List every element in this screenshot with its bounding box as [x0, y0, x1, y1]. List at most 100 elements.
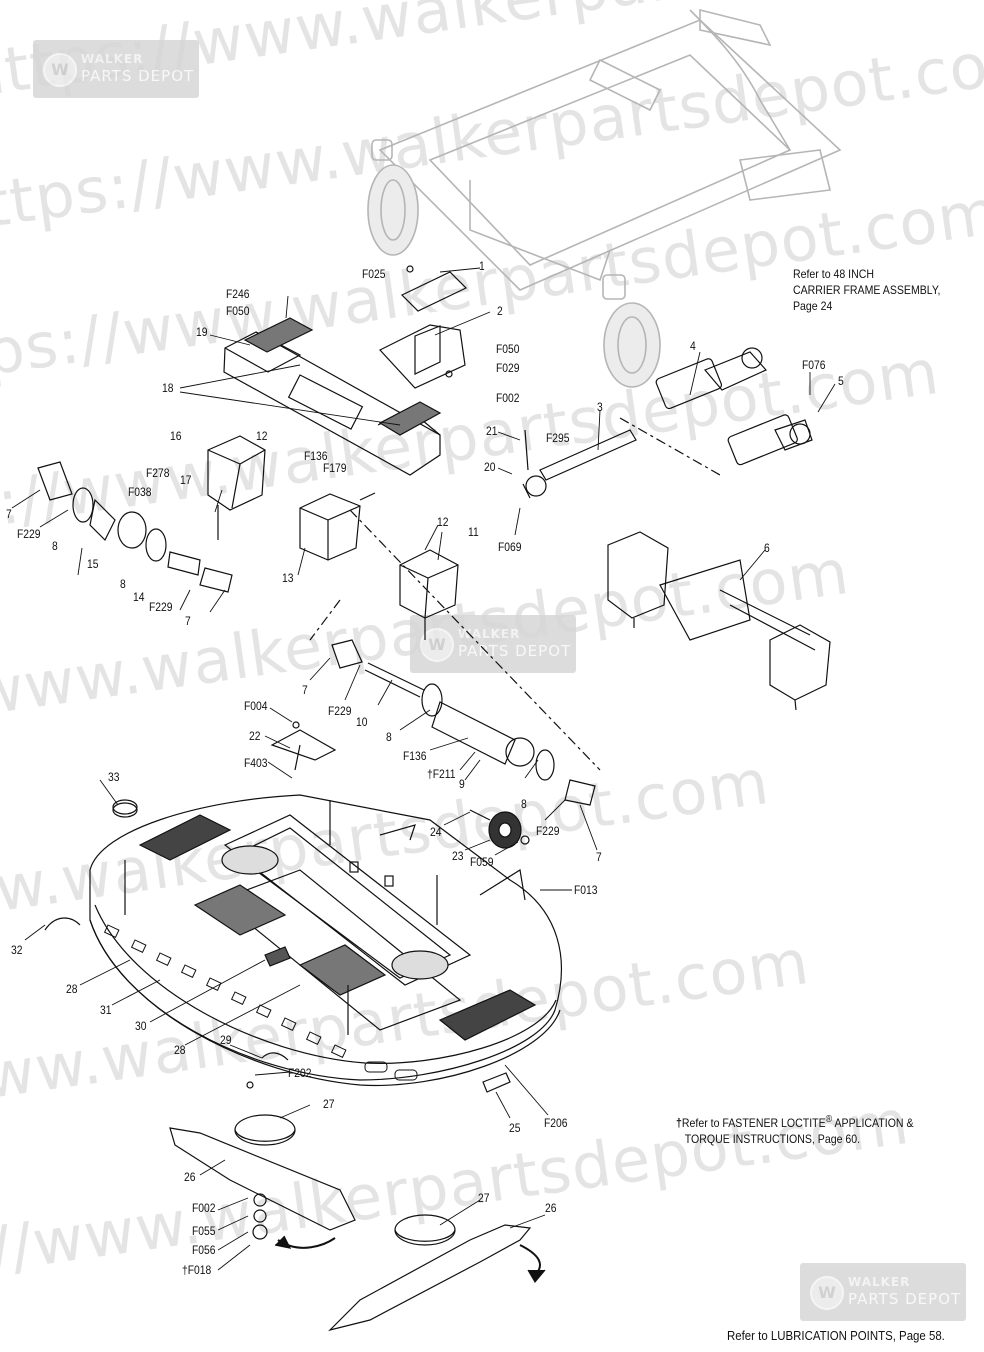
carrier-frame — [367, 8, 842, 388]
drive-shafts — [522, 347, 813, 499]
watermark-logo: W WALKER PARTS DEPOT — [33, 40, 199, 98]
callout-label: 13 — [282, 571, 294, 585]
callout-label: 17 — [180, 473, 192, 487]
callout-label: 31 — [100, 1003, 112, 1017]
callout-label: F056 — [192, 1243, 216, 1257]
callout-label: F055 — [192, 1224, 216, 1238]
callout-label: 22 — [249, 729, 261, 743]
callout-label: 10 — [356, 715, 368, 729]
callout-label: F229 — [328, 704, 352, 718]
callout-label: 7 — [185, 614, 191, 628]
callout-label: 30 — [135, 1019, 147, 1033]
callout-label: 28 — [174, 1043, 186, 1057]
callout-label: 20 — [484, 460, 496, 474]
logo-line-1: WALKER — [81, 52, 144, 66]
callout-label: F229 — [536, 824, 560, 838]
callout-label: F038 — [128, 485, 152, 499]
loctite-text: Refer to FASTENER LOCTITE — [681, 1116, 826, 1130]
carrier-frame-note-line: Refer to 48 INCH — [793, 267, 875, 281]
callout-label: 14 — [133, 590, 145, 604]
loctite-text-end: APPLICATION & — [832, 1116, 914, 1130]
callout-label: F029 — [496, 361, 520, 375]
callout-label: F059 — [470, 855, 494, 869]
carrier-frame-note-line: Page 24 — [793, 299, 833, 313]
callout-label: 26 — [545, 1201, 557, 1215]
part-6-gearbox-assembly — [607, 531, 831, 711]
callout-label: 1 — [479, 259, 485, 273]
callout-label: 11 — [468, 525, 479, 539]
callout-label: 8 — [52, 539, 58, 553]
callout-label: †F018 — [182, 1263, 212, 1277]
callout-label: 19 — [196, 325, 208, 339]
left-shaft-assembly — [37, 461, 233, 593]
leader-lines — [11, 267, 836, 1271]
callout-label: F202 — [288, 1066, 312, 1080]
callout-label: 8 — [120, 577, 126, 591]
callout-label: †F211 — [427, 767, 456, 781]
callout-label: 27 — [478, 1191, 490, 1205]
callout-label: 16 — [170, 429, 182, 443]
callout-label: F025 — [362, 267, 386, 281]
loctite-note-line-2: TORQUE INSTRUCTIONS, Page 60. — [684, 1132, 861, 1146]
logo-line-2: PARTS DEPOT — [848, 1290, 962, 1308]
callout-label: F002 — [192, 1201, 216, 1215]
callout-label: 23 — [452, 849, 464, 863]
callout-label: 18 — [162, 381, 174, 395]
callout-label: 21 — [486, 424, 498, 438]
walker-logo-icon: W — [810, 1276, 844, 1310]
callout-label: 7 — [596, 850, 602, 864]
watermark-logo: W WALKER PARTS DEPOT — [800, 1263, 966, 1321]
callout-label: F295 — [546, 431, 570, 445]
callout-label: F229 — [17, 527, 41, 541]
callout-label: F069 — [498, 540, 522, 554]
callout-label: 8 — [521, 797, 527, 811]
gearboxes — [207, 435, 459, 640]
callout-label: 29 — [220, 1033, 232, 1047]
callout-label: 8 — [386, 730, 392, 744]
callout-label: 32 — [11, 943, 23, 957]
deck-slots — [103, 924, 418, 1081]
lubrication-note: Refer to LUBRICATION POINTS, Page 58. — [727, 1328, 945, 1343]
loctite-note-line-1: †Refer to FASTENER LOCTITE® APPLICATION … — [676, 1112, 914, 1131]
loctite-note: †Refer to FASTENER LOCTITE® APPLICATION … — [676, 1112, 914, 1147]
callout-label: 25 — [509, 1121, 521, 1135]
callout-label: 15 — [87, 557, 99, 571]
walker-logo-icon: W — [420, 628, 454, 662]
logo-line-2: PARTS DEPOT — [81, 67, 195, 85]
part-22-bracket — [270, 721, 337, 771]
callout-label: 12 — [256, 429, 268, 443]
callout-label: F246 — [226, 287, 250, 301]
callout-label: 9 — [459, 777, 465, 791]
callout-label: F206 — [544, 1116, 568, 1130]
callout-label: F278 — [146, 466, 170, 480]
callout-label: 26 — [184, 1170, 196, 1184]
part-1-2-shields — [379, 265, 468, 389]
walker-logo-icon: W — [43, 53, 77, 87]
center-shaft-assembly — [309, 509, 601, 806]
small-parts — [44, 799, 511, 1093]
registered-mark: ® — [825, 1114, 833, 1125]
dagger-symbol: † — [676, 1116, 682, 1130]
callout-label: 28 — [66, 982, 78, 996]
callout-label: 12 — [437, 515, 449, 529]
callout-label: 3 — [597, 400, 603, 414]
callout-label: F403 — [244, 756, 268, 770]
carrier-frame-note: Refer to 48 INCH CARRIER FRAME ASSEMBLY,… — [793, 266, 940, 314]
callout-label: 5 — [838, 374, 844, 388]
callout-label: 24 — [430, 825, 442, 839]
blades — [169, 1114, 546, 1332]
callout-label: 6 — [764, 541, 770, 555]
callout-label: F136 — [403, 749, 427, 763]
callout-label: F004 — [244, 699, 268, 713]
callout-label: F179 — [323, 461, 347, 475]
carrier-frame-note-line: CARRIER FRAME ASSEMBLY, — [793, 283, 941, 297]
callout-label: 33 — [108, 770, 120, 784]
logo-line-2: PARTS DEPOT — [458, 642, 572, 660]
callout-label: 7 — [6, 507, 12, 521]
callout-label: F013 — [574, 883, 598, 897]
callout-label: F050 — [496, 342, 520, 356]
callout-label: 7 — [302, 683, 308, 697]
callout-label: 4 — [690, 339, 696, 353]
logo-line-1: WALKER — [848, 1275, 911, 1289]
